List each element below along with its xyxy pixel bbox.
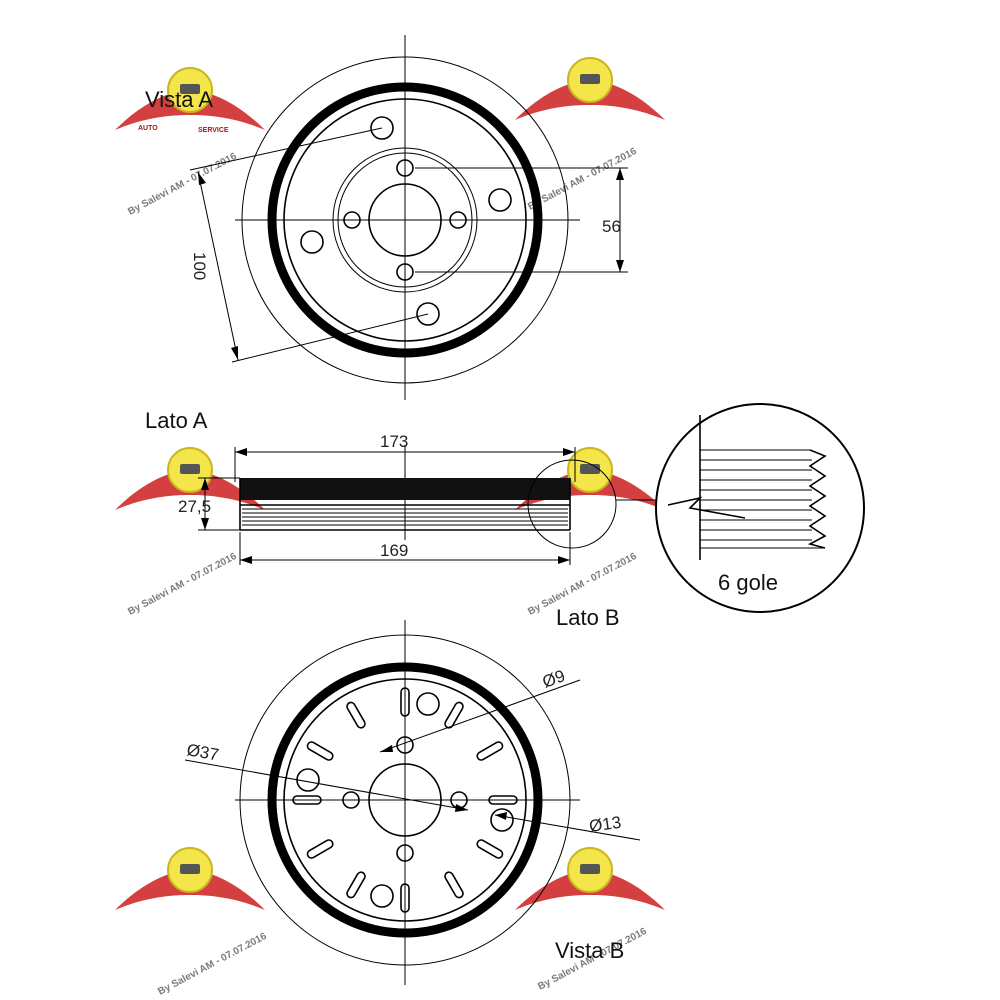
label-lato-a: Lato A: [145, 408, 208, 433]
label-lato-b: Lato B: [556, 605, 620, 630]
logo-right-text: SERVICE: [198, 127, 229, 134]
label-vista-b: Vista B: [555, 938, 624, 963]
watermark-logo-6: [515, 847, 665, 910]
dim-27-5: 27,5: [178, 497, 211, 516]
watermark-logo-2: [515, 57, 665, 120]
view-b: [184, 620, 641, 985]
dim-169: 169: [380, 541, 408, 560]
watermark-logo-1: AUTO SERVICE: [115, 67, 265, 134]
watermark-text-3: By Salevi AM - 07.07.2016: [126, 551, 239, 618]
watermark-logo-4: [515, 447, 665, 510]
watermark-text-5: By Salevi AM - 07.07.2016: [156, 931, 269, 998]
side-profile: [198, 445, 662, 565]
watermark-text-1: By Salevi AM - 07.07.2016: [126, 151, 239, 218]
groove-detail: [655, 403, 865, 613]
label-grooves: 6 gole: [718, 570, 778, 595]
dim-173: 173: [380, 432, 408, 451]
view-a: [189, 35, 628, 400]
dim-56: 56: [602, 217, 621, 236]
label-vista-a: Vista A: [145, 87, 213, 112]
dim-100: 100: [190, 252, 209, 280]
logo-left-text: AUTO: [138, 125, 158, 132]
dim-d13: Ø13: [588, 813, 622, 836]
watermark-logo-3: [115, 447, 265, 510]
dim-d9: Ø9: [540, 666, 568, 692]
watermark-logo-5: [115, 847, 265, 910]
